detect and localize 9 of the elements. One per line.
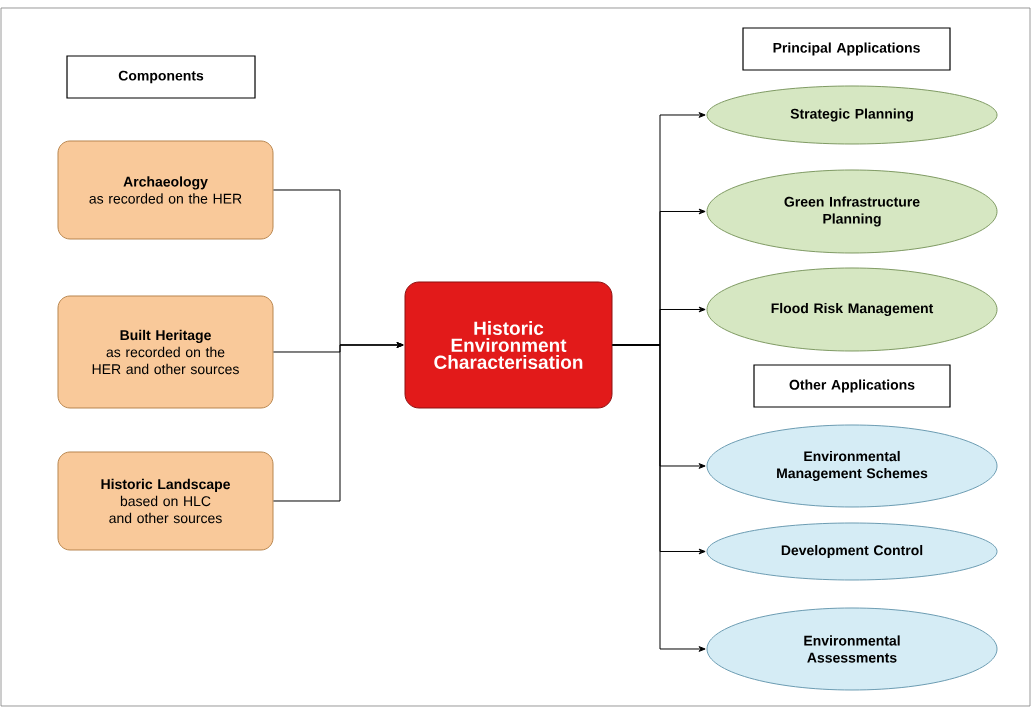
process-box: Historic Environment Characterisation xyxy=(404,281,613,409)
heading-box: Components xyxy=(66,55,256,99)
component-box: Built Heritage as recorded on the HER and other sources xyxy=(57,295,274,409)
component-box: Archaeology as recorded on the HER xyxy=(57,140,274,240)
arrow xyxy=(612,344,706,652)
arrow xyxy=(273,342,404,502)
heading-box: Principal Applications xyxy=(742,27,951,71)
component-box: Historic Landscape based on HLC and other sources xyxy=(57,451,274,551)
heading-box: Other Applications xyxy=(753,364,951,408)
